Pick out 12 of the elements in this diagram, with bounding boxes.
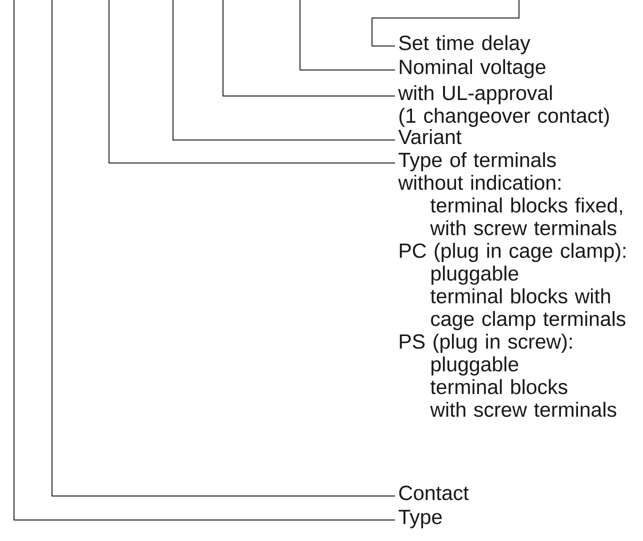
- label-text: Variant: [398, 129, 462, 144]
- leader-line: [222, 0, 396, 96]
- leader-line: [172, 0, 396, 140]
- leader-line: [372, 0, 520, 46]
- label-text: Type: [398, 510, 442, 528]
- label-text: Type of terminals without indication: terminal blocks fixed, with screw terminals PC (plug in cage clamp): pluggable terminal blocks with cage clamp terminals PS (plug in screw): pluggable terminal blocks with screw terminals: [398, 152, 626, 417]
- leader-line: [300, 0, 396, 70]
- label-text: Set time delay: [399, 35, 530, 54]
- label-text: Contact: [399, 486, 469, 500]
- label-text: Nominal voltage: [400, 59, 546, 78]
- leader-line: [108, 0, 396, 164]
- label-text: with UL-approval (1 changeover contact): [398, 85, 609, 127]
